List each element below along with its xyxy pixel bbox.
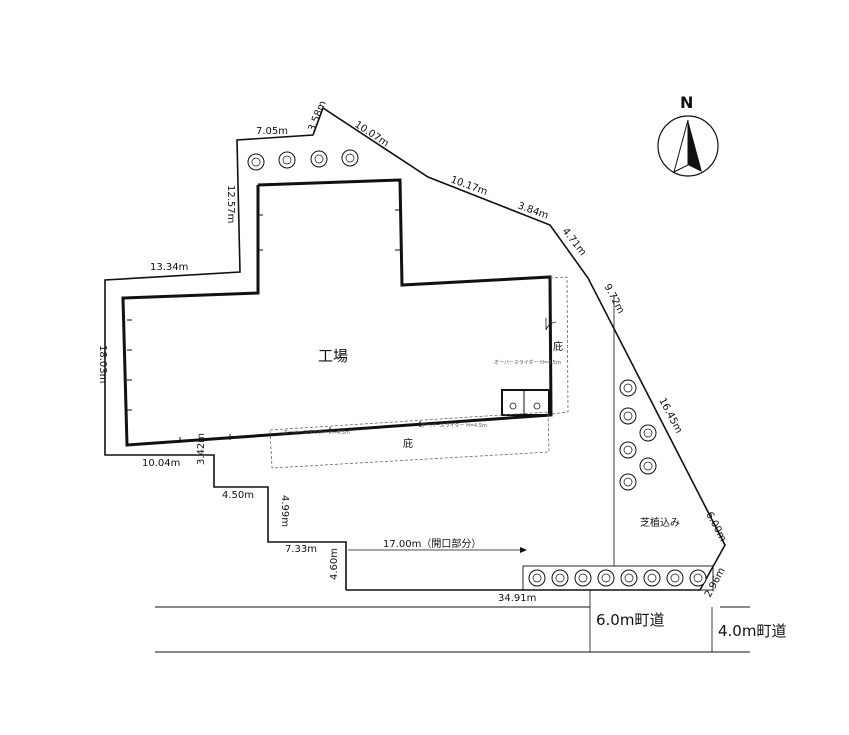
- tree-east-1: [619, 379, 637, 397]
- tree-south-4: [597, 569, 615, 587]
- factory-building-outline: [121, 178, 553, 447]
- dim-6-00: 6.00m: [703, 510, 728, 543]
- shutter-label-3: オーバースライダー H=4.5m: [420, 422, 487, 429]
- tree-south-7: [666, 569, 684, 587]
- toilet-fixture-2: [533, 402, 541, 410]
- tree-south-1: [528, 569, 546, 587]
- tree-east-4: [619, 441, 637, 459]
- tree-east-2: [619, 407, 637, 425]
- dim-10-17: 10.17m: [449, 174, 489, 197]
- canopy-label-small: 庇: [553, 340, 563, 353]
- dim-13-34: 13.34m: [150, 262, 188, 273]
- dim-4-60: 4.60m: [329, 548, 340, 580]
- tree-north-3: [310, 150, 328, 168]
- dim-4-71: 4.71m: [560, 226, 588, 258]
- dim-34-91: 34.91m: [498, 593, 536, 604]
- tree-south-8: [689, 569, 707, 587]
- tree-north-2: [278, 151, 296, 169]
- tree-south-6: [643, 569, 661, 587]
- tree-east-5: [639, 457, 657, 475]
- road-side-label: 4.0m町道: [718, 622, 786, 640]
- dim-4-50: 4.50m: [222, 490, 254, 501]
- dim-left: 18.03m: [97, 345, 108, 383]
- building-label: 工場: [318, 347, 348, 365]
- tree-south-3: [574, 569, 592, 587]
- road-front-label: 6.0m町道: [596, 611, 664, 629]
- planting-strip: [522, 565, 714, 591]
- dim-4-99: 4.99m: [279, 495, 290, 527]
- building-wall-marks: [127, 209, 421, 443]
- dim-12-57: 12.57m: [225, 185, 236, 223]
- tree-south-5: [620, 569, 638, 587]
- north-label: N: [680, 93, 693, 112]
- dim-10-04: 10.04m: [142, 458, 180, 469]
- dim-3-42: 3.42m: [196, 433, 207, 465]
- door-swing: [545, 318, 557, 331]
- planting-label: 芝植込み: [640, 516, 680, 529]
- site-boundary: [104, 106, 726, 591]
- equipment-room: [501, 389, 550, 416]
- canopy-east: [549, 276, 569, 415]
- tree-south-2: [551, 569, 569, 587]
- canopy-south: [269, 411, 550, 469]
- trees: [247, 149, 707, 587]
- canopy-label-large: 庇: [403, 437, 413, 450]
- tree-east-3: [639, 424, 657, 442]
- dim-16-45: 16.45m: [656, 396, 684, 435]
- tree-north-1: [247, 153, 265, 171]
- opening-arrow-head: [520, 547, 527, 553]
- dim-10-07: 10.07m: [352, 119, 390, 149]
- dim-2-96: 2.96m: [703, 566, 728, 599]
- tree-east-6: [619, 473, 637, 491]
- opening-label: 17.00m（開口部分）: [383, 537, 481, 550]
- dim-7-33: 7.33m: [285, 544, 317, 555]
- tree-north-4: [341, 149, 359, 167]
- dim-7-05: 7.05m: [256, 126, 288, 137]
- dim-3-58: 3.58m: [307, 99, 329, 133]
- toilet-fixture-1: [509, 402, 517, 410]
- shutter-label-2: オーバースライダー H=4.5m: [283, 429, 350, 436]
- shutter-label-1: オーバースライダー H=4.5m: [494, 359, 561, 366]
- north-arrow: N: [657, 93, 719, 177]
